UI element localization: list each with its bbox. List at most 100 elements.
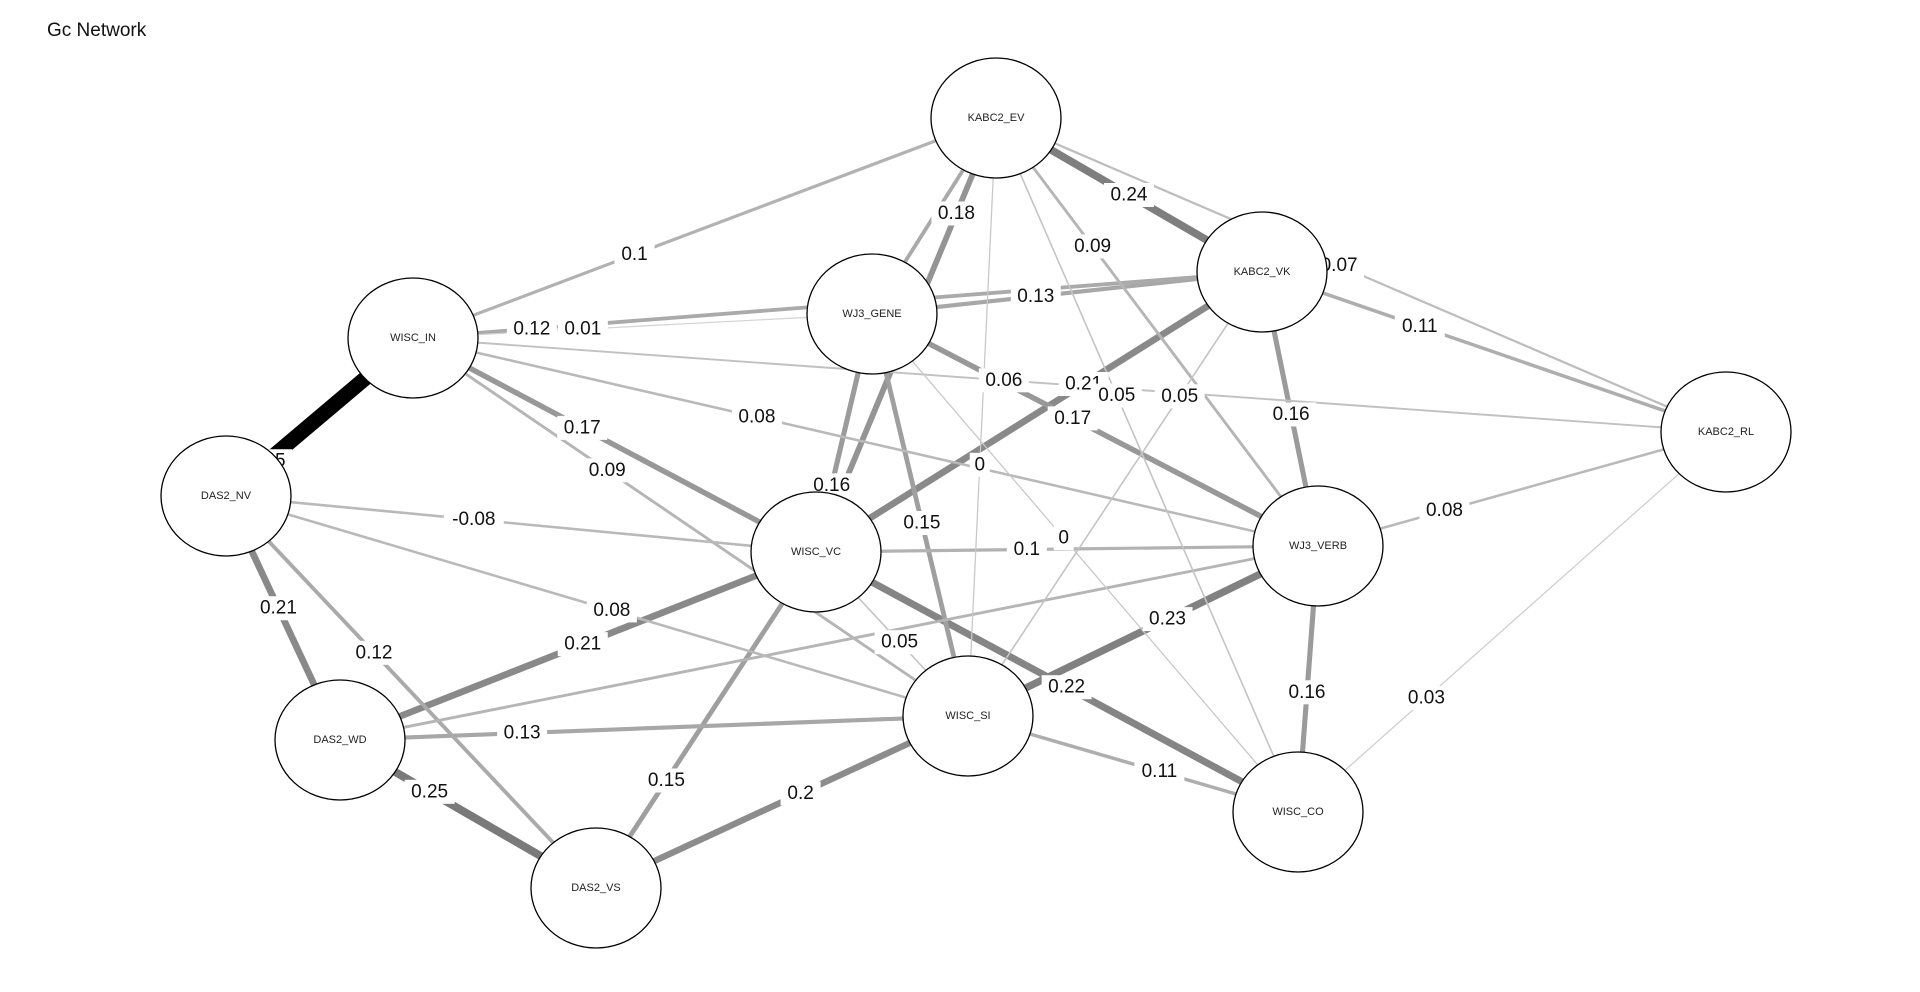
node-circle — [530, 827, 662, 949]
node-wj3-verb: WJ3_VERB — [1252, 485, 1384, 607]
edge-label-background — [1041, 675, 1092, 700]
edge-label: 0.08 — [1426, 500, 1463, 521]
edge-wisc_in-wj3_gene — [412, 313, 873, 339]
node-label: WISC_IN — [390, 332, 436, 344]
node-das2-vs: DAS2_VS — [530, 827, 662, 949]
node-label: WJ3_VERB — [1289, 540, 1347, 552]
edge-label: 0.11 — [1142, 761, 1178, 782]
edge-label: 0.07 — [1321, 255, 1358, 276]
node-label: KABC2_EV — [968, 112, 1026, 124]
node-das2-nv: DAS2_NV — [160, 435, 292, 557]
node-label: DAS2_WD — [313, 734, 366, 746]
edge-kabc2_ev-wisc_co — [995, 117, 1299, 813]
edge-label-background — [1047, 406, 1098, 431]
node-kabc2-vk: KABC2_VK — [1196, 211, 1328, 333]
edge-label-background — [1282, 680, 1332, 705]
edge-label: 0.1 — [1014, 539, 1040, 560]
node-label: DAS2_NV — [201, 490, 252, 502]
node-circle — [1252, 485, 1384, 607]
edge-label: 0.16 — [1289, 682, 1326, 703]
node-label: KABC2_VK — [1234, 266, 1292, 278]
edge-label-background — [1091, 383, 1142, 408]
edge-label-background — [1154, 384, 1205, 409]
node-circle — [1196, 211, 1328, 333]
edge-wisc_vc-das2_vs — [593, 550, 819, 890]
edge-label: 0.24 — [1111, 185, 1148, 206]
edge-label-background — [1401, 686, 1452, 710]
edge-label: 0.22 — [1048, 677, 1085, 698]
edge-kabc2_vk-wisc_si — [967, 271, 1263, 717]
edge-label-background — [1142, 607, 1193, 632]
edge-label: 0.16 — [813, 475, 850, 496]
edge-label-background — [1006, 537, 1047, 562]
edge-label-background — [614, 242, 655, 267]
node-circle — [1232, 751, 1364, 873]
node-wj3-gene: WJ3_GENE — [806, 253, 938, 375]
node-circle — [930, 57, 1062, 179]
edge-kabc2_ev-wisc_si — [967, 117, 997, 717]
edge-label-background — [780, 781, 821, 806]
edge-label-background — [1394, 314, 1445, 339]
node-kabc2-rl: KABC2_RL — [1660, 371, 1792, 493]
edge-kabc2_vk-wisc_vc — [814, 269, 1264, 555]
edge-label: 0.05 — [881, 632, 918, 653]
node-label: DAS2_VS — [571, 882, 621, 894]
edge-label-background — [896, 511, 947, 536]
edge-label-background — [582, 458, 633, 483]
edge-label: 0.03 — [1408, 688, 1445, 709]
edge-label-background — [497, 721, 548, 746]
edge-das2_wd-wisc_si — [339, 713, 969, 743]
node-label: KABC2_RL — [1698, 426, 1754, 438]
edge-label-background — [1266, 402, 1317, 427]
edge-label-background — [1067, 234, 1118, 259]
edge-label: 0.05 — [1098, 385, 1135, 406]
edge-kabc2_ev-wisc_in — [412, 116, 997, 340]
node-circle — [347, 277, 479, 399]
edge-label: 0.13 — [504, 723, 541, 744]
edge-label: -0.08 — [452, 509, 495, 530]
edge-label-background — [443, 507, 504, 532]
node-circle — [750, 491, 882, 613]
node-circle — [806, 253, 938, 375]
page-title: Gc Network — [47, 20, 147, 41]
edge-label: 0.05 — [1161, 386, 1198, 407]
edge-label-background — [1419, 498, 1470, 523]
edge-label: 0.13 — [1017, 286, 1054, 307]
edge-label-background — [1104, 183, 1154, 207]
edge-label: 0.15 — [903, 513, 940, 534]
edge-label: 0.21 — [260, 598, 297, 619]
nodes-layer: KABC2_EV KABC2_VK KABC2_RL WJ3_GENE WJ3_VERB… — [160, 57, 1792, 949]
edge-label: 0.2 — [787, 783, 813, 804]
edge-label: 0 — [1058, 528, 1069, 549]
node-label: WISC_VC — [791, 546, 841, 558]
edge-label: 0.09 — [589, 460, 626, 481]
edge-das2_nv-wisc_vc — [225, 494, 817, 554]
node-wisc-co: WISC_CO — [1232, 751, 1364, 873]
node-circle — [902, 655, 1034, 777]
edge-label: 0.23 — [1149, 609, 1186, 630]
edge-label: 0.17 — [564, 417, 601, 438]
edge-label: 0.12 — [513, 318, 550, 339]
node-circle — [1660, 371, 1792, 493]
edge-label-background — [349, 640, 399, 665]
node-das2-wd: DAS2_WD — [274, 679, 406, 801]
edge-label-background — [641, 768, 692, 793]
edge-label: 0.06 — [985, 370, 1022, 391]
edge-label-background — [557, 317, 608, 342]
node-label: WISC_CO — [1272, 806, 1324, 818]
node-wisc-si: WISC_SI — [902, 655, 1034, 777]
edge-label: 0.01 — [564, 319, 601, 340]
node-circle — [274, 679, 406, 801]
edge-label: 0.15 — [648, 770, 685, 791]
edge-wisc_co-kabc2_rl — [1297, 431, 1727, 813]
edge-label: 0.09 — [1074, 236, 1111, 257]
edge-label-background — [557, 632, 608, 657]
edge-label-background — [978, 368, 1029, 393]
edge-label-background — [969, 452, 990, 477]
edge-wj3_gene-wisc_co — [871, 313, 1299, 813]
node-wisc-vc: WISC_VC — [750, 491, 882, 613]
edge-label: 0.17 — [1054, 408, 1091, 429]
edge-label-background — [931, 201, 982, 226]
edge-label-background — [557, 415, 608, 440]
